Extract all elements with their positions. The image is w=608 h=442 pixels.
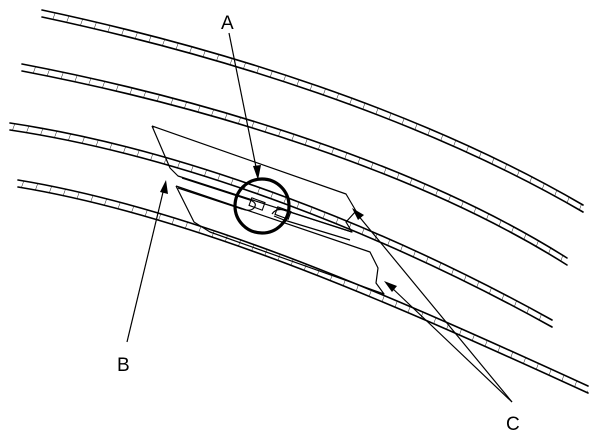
label-c: C	[506, 414, 520, 435]
rail-4	[17, 179, 589, 394]
label-a: A	[221, 13, 234, 34]
rail-1	[41, 9, 584, 213]
callout-a	[228, 32, 261, 180]
label-b: B	[117, 355, 130, 376]
callout-b	[126, 180, 168, 343]
callout-c	[352, 208, 513, 403]
highlight-circle	[233, 177, 291, 235]
upper-plate	[151, 125, 357, 233]
rail-2	[21, 63, 568, 266]
lower-plate	[175, 185, 385, 295]
